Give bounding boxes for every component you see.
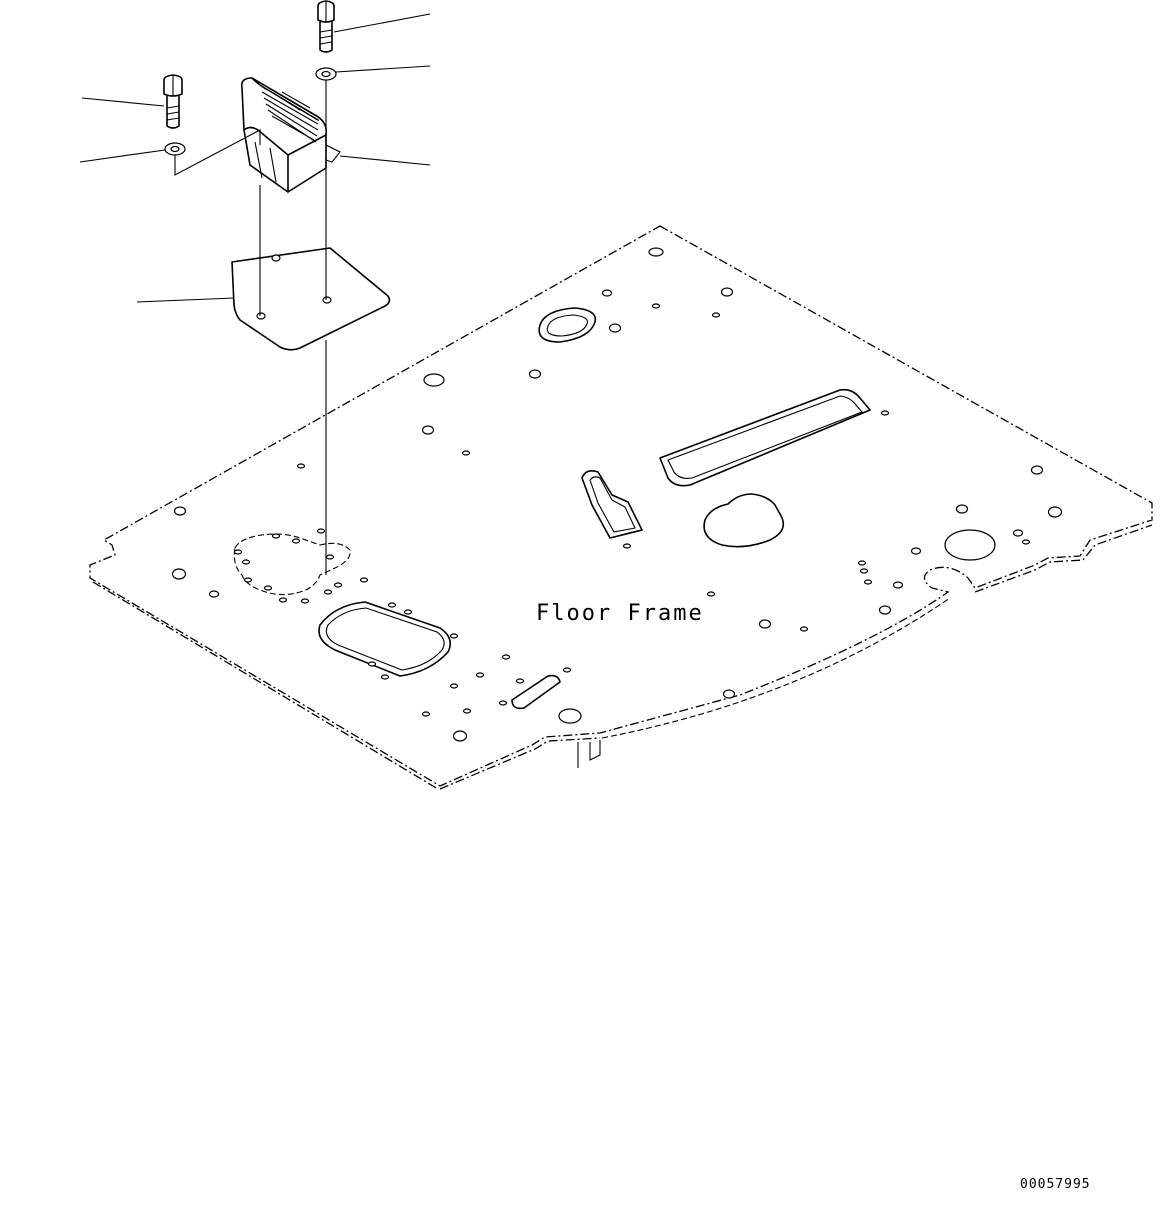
mounting-hole	[720, 287, 734, 297]
washer-right	[315, 67, 337, 81]
mounting-hole	[622, 543, 632, 549]
base-plate	[231, 247, 391, 351]
mounting-hole	[325, 554, 335, 560]
mounting-hole	[601, 289, 613, 297]
mounting-hole	[208, 590, 220, 598]
mounting-hole	[241, 559, 251, 565]
mounting-hole	[501, 654, 511, 660]
mounting-hole	[333, 582, 343, 588]
mounting-hole	[291, 538, 301, 544]
mounting-hole	[421, 711, 431, 717]
mounting-hole	[461, 450, 471, 456]
mounting-hole	[449, 683, 459, 689]
mounting-hole	[651, 303, 661, 309]
mounting-hole	[857, 560, 867, 566]
mounting-hole	[863, 579, 873, 585]
mounting-hole	[380, 674, 390, 680]
mounting-hole	[271, 533, 281, 539]
bolt-left	[163, 74, 183, 129]
mounting-hole	[955, 504, 969, 514]
bolt-right	[317, 0, 335, 53]
cover-box	[240, 77, 341, 193]
mounting-hole	[449, 633, 459, 639]
mounting-hole	[608, 323, 622, 333]
mounting-hole	[367, 661, 377, 667]
frame-holes	[171, 287, 1063, 742]
mounting-hole	[243, 577, 253, 583]
frame-cutouts	[233, 247, 996, 724]
mounting-hole	[462, 708, 472, 714]
mounting-hole	[706, 591, 716, 597]
mounting-hole	[421, 425, 435, 435]
floor-frame-plate	[89, 225, 1153, 790]
mounting-hole	[799, 626, 809, 632]
mounting-hole	[498, 700, 508, 706]
mounting-hole	[910, 547, 922, 555]
drawing-number: 00057995	[1020, 1177, 1091, 1192]
mounting-hole	[323, 589, 333, 595]
mounting-hole	[359, 577, 369, 583]
mounting-hole	[722, 689, 736, 699]
mounting-hole	[1030, 465, 1044, 475]
mounting-hole	[562, 667, 572, 673]
mounting-hole	[878, 605, 892, 615]
mounting-hole	[263, 585, 273, 591]
mounting-hole	[387, 602, 397, 608]
mounting-hole	[452, 730, 468, 742]
washer-left	[164, 142, 186, 156]
mounting-hole	[316, 528, 326, 534]
floor-frame-label: Floor Frame	[536, 601, 704, 626]
leader-lines	[79, 13, 431, 303]
mounting-hole	[1021, 539, 1031, 545]
mounting-hole	[173, 506, 187, 516]
mounting-hole	[300, 598, 310, 604]
mounting-hole	[880, 410, 890, 416]
mounting-hole	[1047, 506, 1063, 518]
mounting-hole	[515, 678, 525, 684]
mounting-hole	[528, 369, 542, 379]
mounting-hole	[758, 619, 772, 629]
mounting-hole	[859, 568, 869, 574]
mounting-hole	[892, 581, 904, 589]
mounting-hole	[171, 568, 187, 580]
mounting-hole	[711, 312, 721, 318]
mounting-hole	[233, 549, 243, 555]
mounting-hole	[1012, 529, 1024, 537]
mounting-hole	[278, 597, 288, 603]
assembly-lines	[174, 80, 327, 575]
mounting-hole	[403, 609, 413, 615]
mounting-hole	[296, 463, 306, 469]
mounting-hole	[475, 672, 485, 678]
